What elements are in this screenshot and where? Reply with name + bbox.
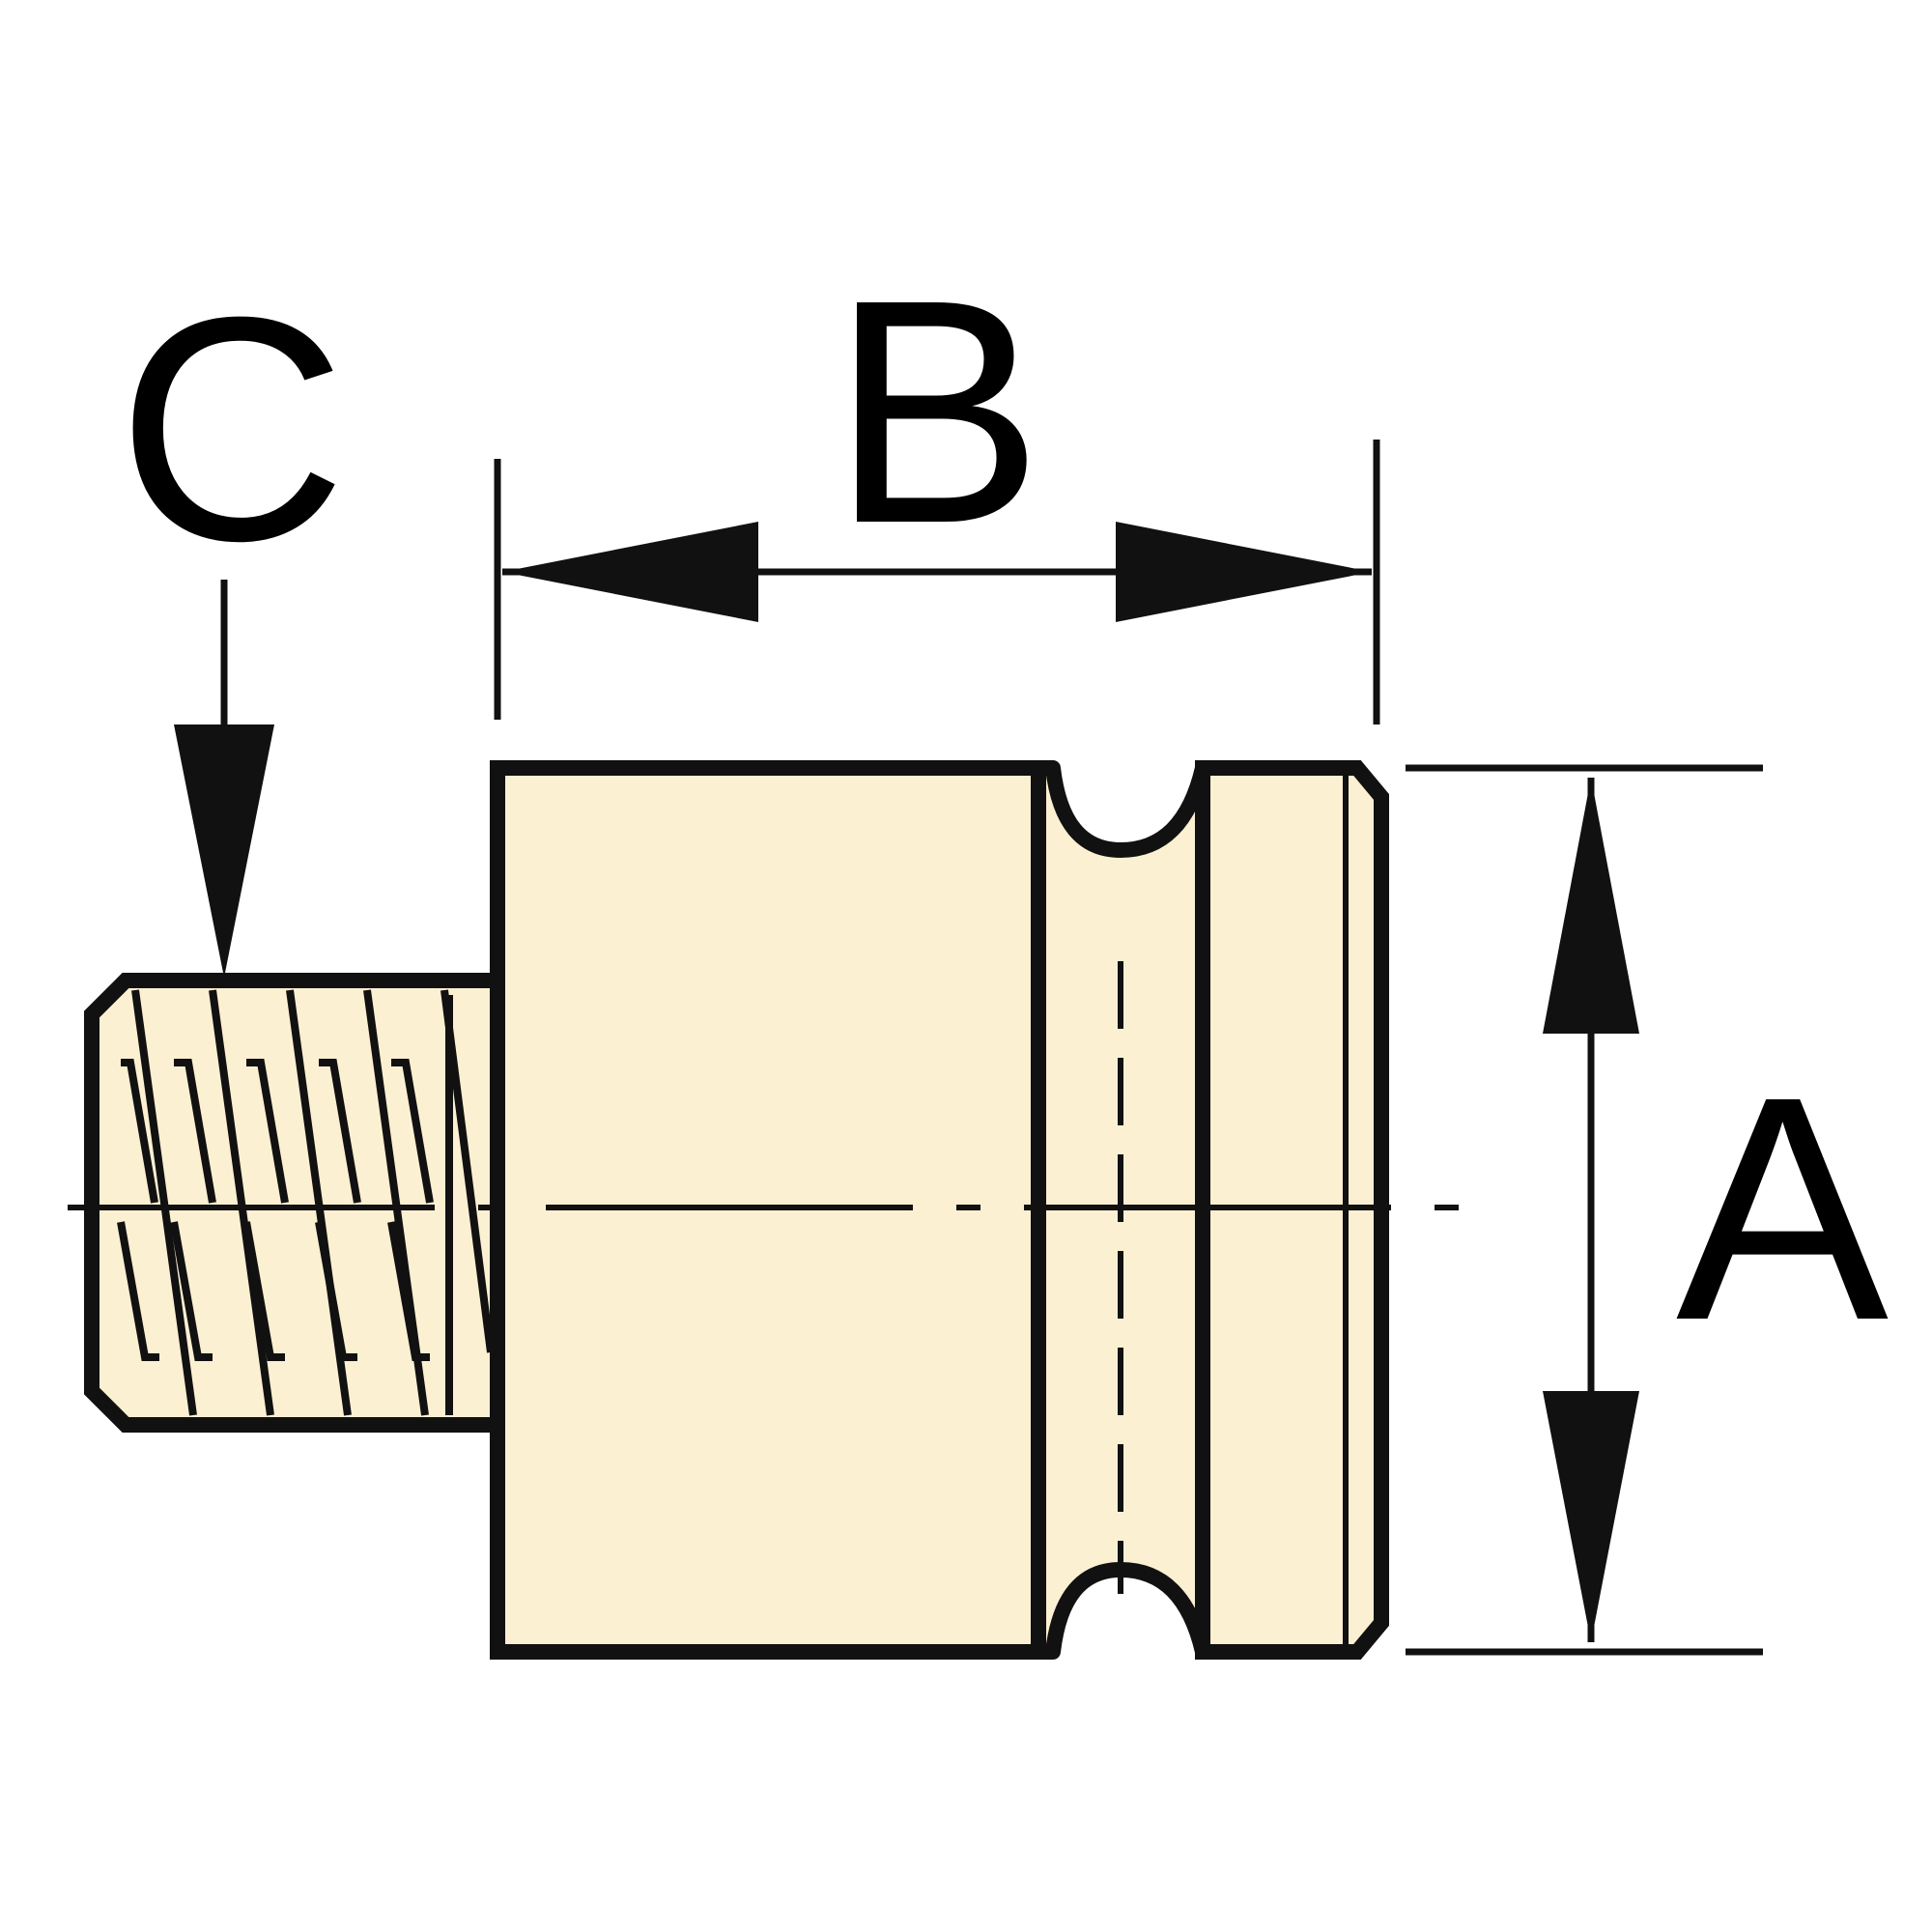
dimension-b-arrow-right <box>1116 522 1372 622</box>
dimension-b-arrow-left <box>502 522 758 622</box>
dimension-b: B <box>494 233 1380 724</box>
threaded-stud <box>84 973 505 1433</box>
dimension-c: C <box>117 250 347 978</box>
dimension-a-arrow-bottom <box>1543 1391 1639 1642</box>
dimension-c-label: C <box>117 250 347 607</box>
dimension-a: A <box>1406 764 1890 1656</box>
dimension-c-arrow <box>174 724 274 978</box>
dimension-a-label: A <box>1676 1030 1890 1386</box>
dimension-b-label: B <box>831 233 1043 589</box>
thread-lines <box>117 989 495 1416</box>
dimension-a-arrow-top <box>1543 778 1639 1034</box>
